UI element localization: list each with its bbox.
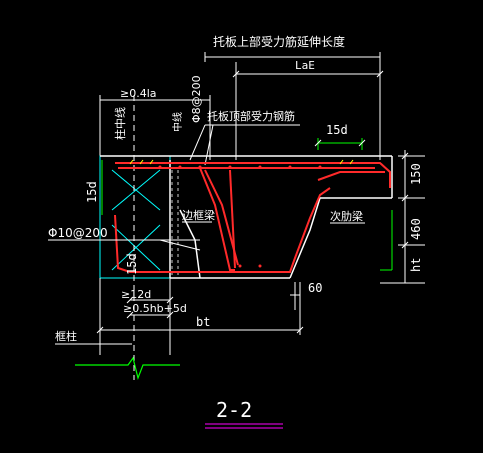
center-line-label: 中线 (171, 112, 184, 132)
15d-top-label: 15d (326, 123, 348, 137)
15d-left-label: 15d (85, 181, 99, 203)
right-green-marks (380, 210, 393, 271)
top-rebar-leader (189, 124, 300, 166)
bottom-dimensions (96, 278, 304, 355)
phi8-label: Φ8@200 (190, 75, 203, 123)
right-vertical-dimension (380, 150, 425, 284)
edge-beam-label: 边框梁 (182, 208, 215, 222)
ht-label: ht (409, 258, 423, 272)
section-label: 2-2 (216, 398, 252, 422)
yellow-hatch (129, 159, 354, 165)
top-rebar (115, 162, 391, 188)
slab-outline (100, 155, 393, 279)
column-break-line (75, 356, 180, 380)
stirrup-rebar (114, 167, 331, 273)
460-label: 460 (409, 218, 423, 240)
edge-beam-hatch (171, 170, 179, 275)
phi10-label: Φ10@200 (48, 226, 108, 240)
column-center-label: 柱中线 (113, 107, 127, 140)
rebar-dots (158, 165, 322, 268)
top-rebar-label: 托板顶部受力钢筋 (207, 109, 295, 123)
lae-label: LaE (295, 59, 315, 72)
60-label: 60 (308, 281, 322, 295)
60-dimension (290, 282, 300, 310)
04la-label: ≥0.4la (120, 87, 157, 100)
15d-bottom-label: 15d (125, 253, 139, 275)
title-top-label: 托板上部受力筋延伸长度 (213, 34, 345, 49)
150-label: 150 (409, 163, 423, 185)
05hb-label: ≥0.5hb+5d (123, 302, 187, 315)
anchor-04la-dimension (99, 95, 211, 160)
section-underline (205, 423, 283, 429)
15d-top-ticks (314, 139, 366, 147)
frame-column-label: 框柱 (55, 329, 77, 343)
12d-label: ≥12d (121, 288, 151, 301)
phi10-leader (48, 239, 201, 251)
secondary-beam-label: 次肋梁 (330, 209, 363, 223)
bt-label: bt (196, 315, 210, 329)
15d-top-dimension (317, 138, 363, 150)
extension-length-dimension (204, 52, 384, 160)
